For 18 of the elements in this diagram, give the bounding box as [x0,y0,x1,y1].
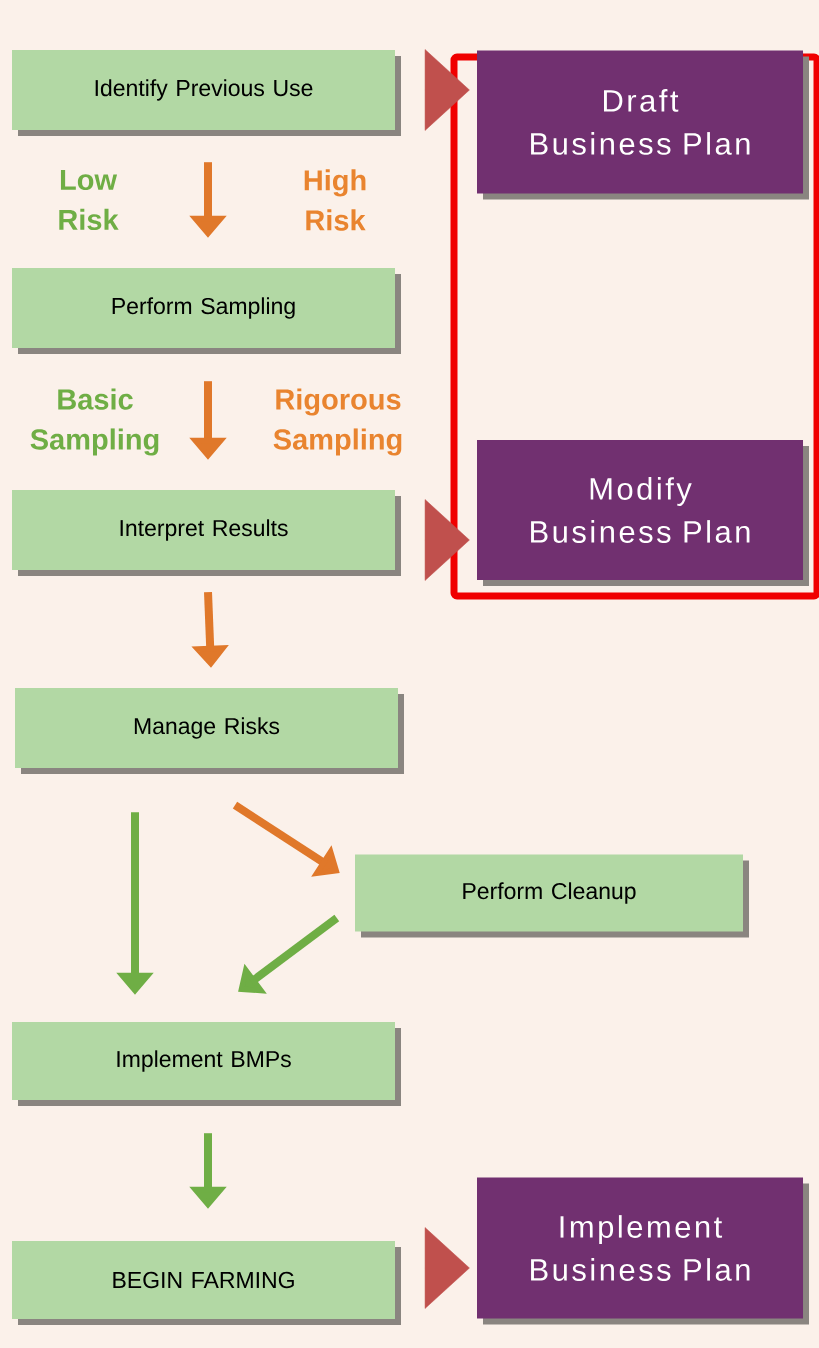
branch-label: High Risk [304,169,366,231]
process-box: BEGIN FARMING [12,1241,401,1325]
process-box: Manage Risks [15,688,404,774]
arrow [238,914,340,994]
branch-label: Rigorous Sampling [273,388,402,456]
branch-label: Low Risk [59,169,119,231]
process-box: Interpret Results [12,490,401,576]
process-box: Identify Previous Use [12,50,401,136]
step-box: Implement Business Plan [477,1177,809,1325]
process-box: Perform Cleanup [355,854,749,938]
chevron-arrow [424,1227,470,1309]
chevron-arrow [424,499,470,581]
branch-label: Basic Sampling [30,388,159,456]
chevron-arrow [424,49,470,131]
process-box: Implement BMPs [12,1022,401,1106]
step-box: Draft Business Plan [477,50,809,200]
process-box: Perform Sampling [12,268,401,354]
step-box: Modify Business Plan [477,440,809,586]
